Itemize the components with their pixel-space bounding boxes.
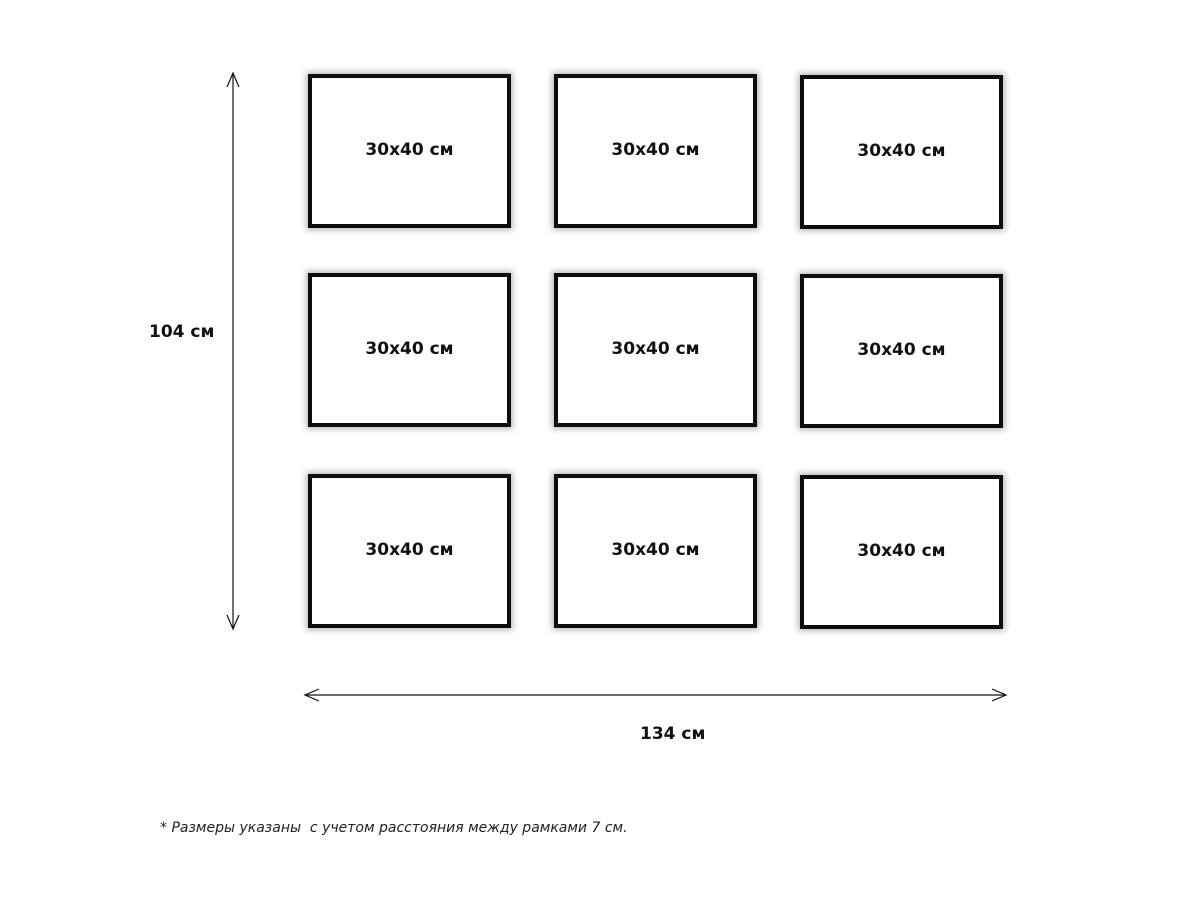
frame-r2-c3: 30x40 см [800,274,1003,428]
frame-size-label: 30x40 см [611,339,700,359]
frame-size-label: 30x40 см [857,340,946,360]
frame-size-label: 30x40 см [857,541,946,561]
width-dimension-label: 134 см [640,724,706,744]
frame-r1-c2: 30x40 см [554,74,757,228]
frame-r3-c2: 30x40 см [554,474,757,628]
frame-size-label: 30x40 см [365,540,454,560]
frame-r1-c1: 30x40 см [308,74,511,228]
height-dimension-label: 104 см [149,322,215,342]
frame-r3-c3: 30x40 см [800,475,1003,629]
width-arrow [303,688,1008,702]
frame-r3-c1: 30x40 см [308,474,511,628]
frame-size-label: 30x40 см [857,141,946,161]
frame-size-label: 30x40 см [611,540,700,560]
height-arrow [226,71,240,631]
frame-size-label: 30x40 см [365,140,454,160]
frame-r2-c1: 30x40 см [308,273,511,427]
frame-r1-c3: 30x40 см [800,75,1003,229]
frame-size-label: 30x40 см [365,339,454,359]
frame-r2-c2: 30x40 см [554,273,757,427]
footnote: * Размеры указаны с учетом расстояния ме… [160,820,628,836]
frame-size-label: 30x40 см [611,140,700,160]
